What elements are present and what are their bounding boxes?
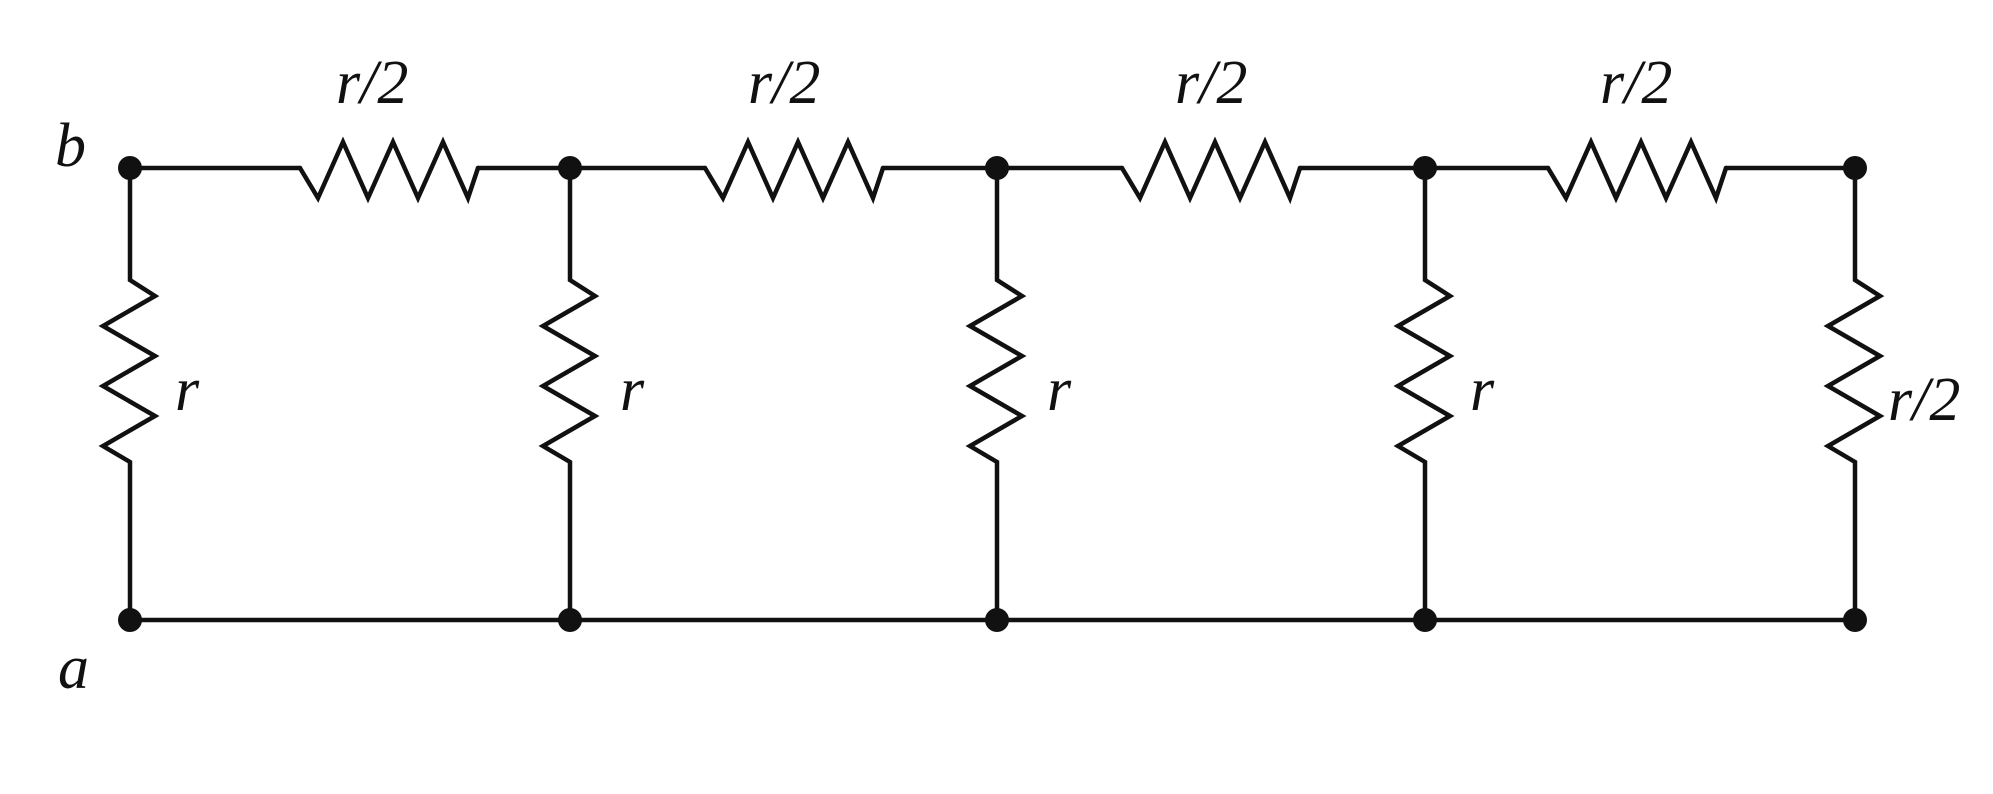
series-resistor-2 (702, 136, 886, 205)
series-resistor-4 (1545, 136, 1729, 205)
shunt-resistor-label: r (1470, 356, 1495, 424)
terminal-b-node (118, 156, 142, 180)
series-resistor-label: r/2 (1600, 49, 1672, 117)
shunt-resistor-label: r (1047, 356, 1072, 424)
junction-node (985, 608, 1009, 632)
shunt-resistor-4 (1393, 165, 1455, 623)
junction-node (1843, 156, 1867, 180)
junction-node (1413, 156, 1437, 180)
shunt-resistor-1 (98, 165, 160, 623)
junction-node (558, 156, 582, 180)
series-resistor-1 (297, 136, 481, 205)
junction-node (985, 156, 1009, 180)
terminal-a-node (118, 608, 142, 632)
terminal-a-label: a (58, 634, 89, 702)
series-resistor-label: r/2 (1175, 49, 1247, 117)
shunt-resistor-label: r (175, 356, 200, 424)
shunt-resistor-2 (538, 165, 600, 623)
shunt-resistor-label: r/2 (1888, 366, 1960, 434)
terminal-b-label: b (55, 112, 86, 180)
junction-node (1413, 608, 1437, 632)
shunt-resistor-3 (965, 165, 1027, 623)
series-resistor-label: r/2 (748, 49, 820, 117)
junction-node (558, 608, 582, 632)
shunt-resistor-label: r (620, 356, 645, 424)
series-resistor-3 (1119, 136, 1303, 205)
series-resistor-label: r/2 (336, 49, 408, 117)
junction-node (1843, 608, 1867, 632)
shunt-resistor-5 (1823, 165, 1885, 623)
